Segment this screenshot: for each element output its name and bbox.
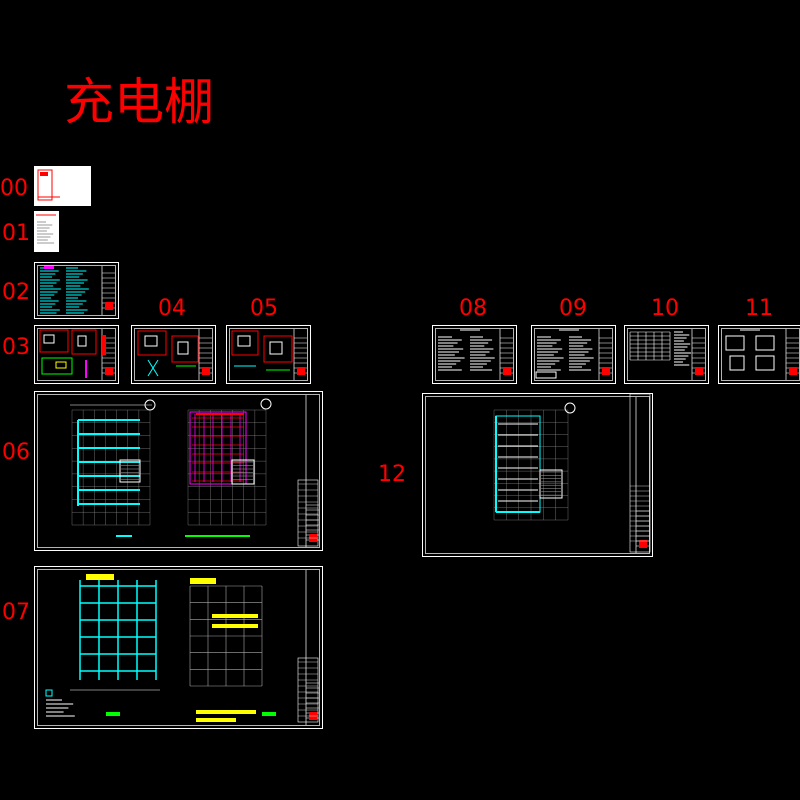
sheet-06-plans [34,391,323,551]
sheet-08 [432,325,517,384]
sheet-label-09: 09 [559,296,587,321]
sheet-label-06: 06 [2,440,30,465]
sheet-label-02: 02 [2,280,30,305]
sheet-02-notes [34,262,119,319]
sheet-05 [226,325,311,384]
sheet-12-site-plan [422,393,653,557]
sheet-label-05: 05 [250,296,278,321]
sheet-label-07: 07 [2,600,30,625]
sheet-label-08: 08 [459,296,487,321]
sheet-label-03: 03 [2,335,30,360]
sheet-00-cover [34,166,91,206]
drawing-title: 充电棚 [64,73,214,131]
sheet-label-01: 01 [2,221,30,246]
sheet-10 [624,325,709,384]
sheet-label-11: 11 [745,296,773,321]
sheet-11 [718,325,800,384]
sheet-04 [131,325,216,384]
sheet-09 [531,325,616,384]
sheet-01-catalog [34,211,59,252]
sheet-label-10: 10 [651,296,679,321]
sheet-07-structure [34,566,323,729]
sheet-label-12: 12 [378,462,406,487]
sheet-label-00: 00 [0,176,28,201]
sheet-label-04: 04 [158,296,186,321]
sheet-03-details [34,325,119,384]
